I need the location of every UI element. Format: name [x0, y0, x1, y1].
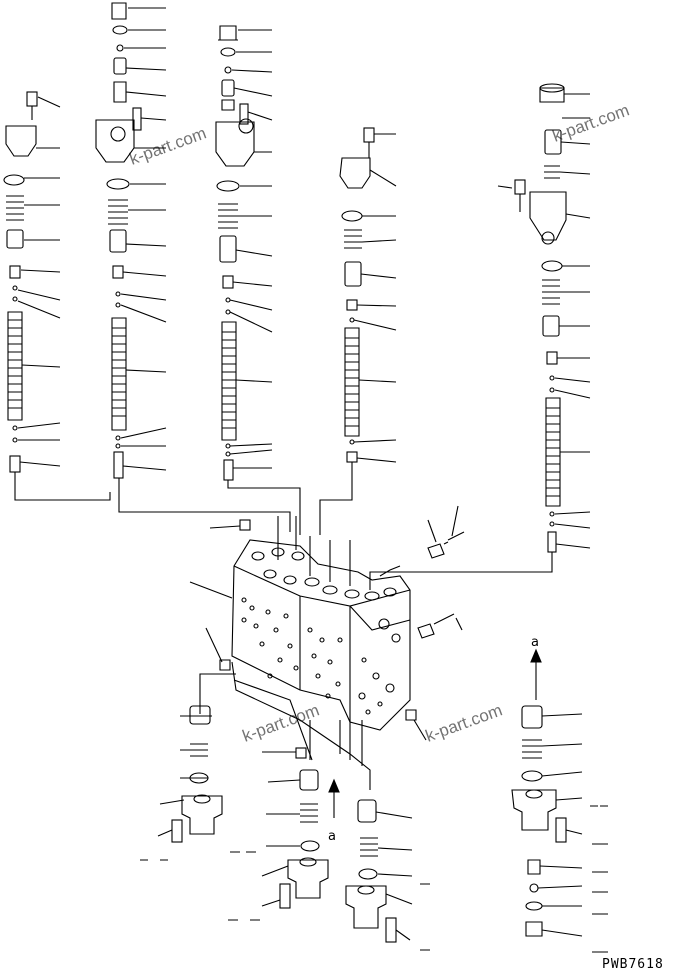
callout-a-lower: a — [328, 778, 340, 844]
spool-stack-5 — [369, 83, 591, 590]
body-bolt-1 — [209, 519, 251, 531]
lower-right-cover-group — [511, 705, 608, 953]
body-leaders — [277, 516, 401, 586]
callout-a-upper: a — [530, 635, 542, 700]
body-plug-left — [205, 627, 231, 671]
body-plug-right — [405, 709, 427, 741]
lower-center-cover-group-1 — [228, 747, 329, 921]
watermark-text: k-part.com — [550, 100, 632, 145]
callout-a-label: a — [328, 829, 336, 844]
spool-stack-4 — [319, 127, 397, 535]
lower-center-cover-group-2 — [345, 799, 430, 951]
callout-a-label: a — [531, 635, 539, 650]
relief-spring-upper — [427, 505, 465, 559]
watermark-text: k-part.com — [423, 700, 505, 745]
lower-left-cover-group — [140, 705, 223, 861]
spool-stack-2 — [95, 2, 291, 532]
spool-stack-3 — [215, 25, 301, 535]
spool-stack-1 — [3, 91, 111, 501]
drawing-code: PWB7618 — [602, 957, 664, 972]
main-valve-block — [189, 539, 411, 731]
guide-lines-lower — [199, 661, 371, 790]
top-ports — [251, 547, 397, 601]
side-holes — [241, 597, 401, 715]
watermarks: k-part.com k-part.com k-part.com k-part.… — [127, 100, 632, 745]
relief-spring-lower — [417, 613, 463, 639]
